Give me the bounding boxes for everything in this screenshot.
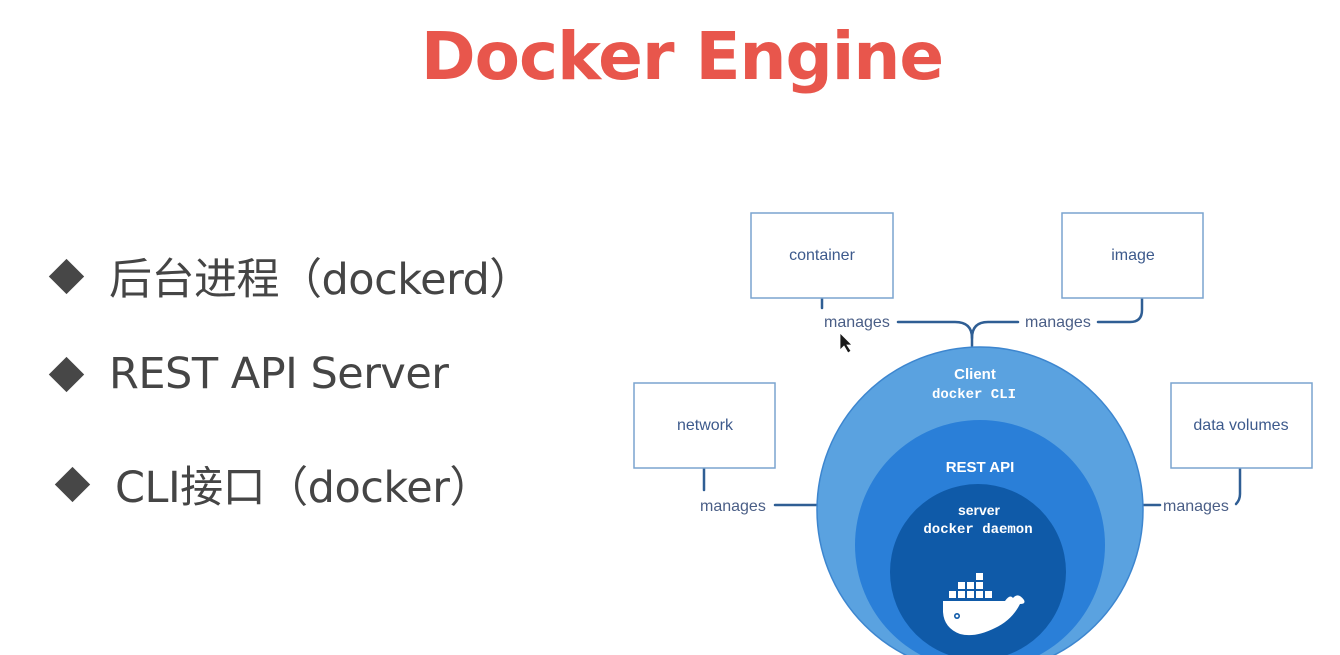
bullet-item-dockerd: 后台进程（dockerd） — [46, 245, 532, 307]
rest-api-label: REST API — [946, 459, 1015, 476]
bullet-item-rest-api: REST API Server — [46, 349, 449, 399]
manages-label-image: manages — [1025, 314, 1091, 331]
page-title: Docker Engine — [420, 18, 944, 95]
box-label-image: image — [1111, 247, 1155, 264]
connector-image — [1096, 296, 1144, 324]
box-image: image — [1061, 212, 1204, 299]
client-subtitle: docker CLI — [932, 387, 1016, 403]
box-data-volumes: data volumes — [1170, 382, 1313, 469]
connector-volumes — [1234, 466, 1242, 506]
bullet-text: REST API Server — [109, 349, 449, 399]
server-circle — [890, 484, 1066, 655]
mouse-cursor-icon — [839, 332, 853, 354]
bullet-item-cli: CLI接口（docker） — [52, 453, 492, 515]
connectors — [702, 296, 1242, 507]
bullet-text: CLI接口（docker） — [115, 463, 492, 513]
client-title: Client — [954, 366, 996, 383]
box-label-container: container — [789, 247, 855, 264]
server-title: server — [958, 502, 1001, 518]
server-subtitle: docker daemon — [923, 522, 1032, 538]
docker-whale-icon — [943, 573, 1025, 636]
box-label-network: network — [677, 417, 734, 434]
box-network: network — [633, 382, 776, 469]
box-container: container — [750, 212, 894, 299]
connector-container-to-client — [896, 320, 974, 348]
manages-label-data-volumes: manages — [1163, 498, 1229, 515]
manages-label-container: manages — [824, 314, 890, 331]
bullet-text: 后台进程（dockerd） — [109, 255, 532, 305]
connector-image-branch — [970, 320, 1020, 340]
manages-label-network: manages — [700, 498, 766, 515]
box-label-data-volumes: data volumes — [1193, 417, 1288, 434]
